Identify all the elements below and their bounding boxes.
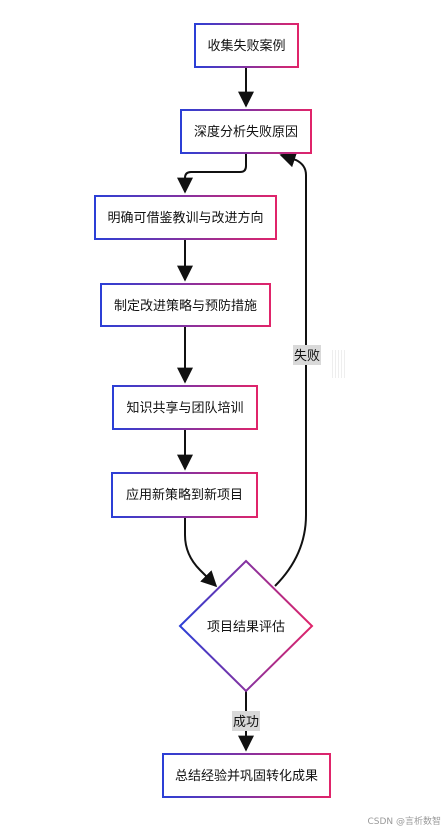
edge-label-fail: 失败 bbox=[293, 345, 321, 365]
node-apply: 应用新策略到新项目 bbox=[111, 472, 258, 518]
node-strategy-label: 制定改进策略与预防措施 bbox=[114, 298, 257, 314]
node-strategy: 制定改进策略与预防措施 bbox=[100, 283, 271, 327]
node-evaluate-label: 项目结果评估 bbox=[207, 620, 285, 635]
node-lessons-label: 明确可借鉴教训与改进方向 bbox=[107, 210, 263, 226]
edges bbox=[177, 67, 307, 752]
edge-label-success: 成功 bbox=[232, 711, 260, 731]
node-share: 知识共享与团队培训 bbox=[112, 385, 258, 430]
faint-artifact bbox=[332, 350, 346, 378]
node-share-label: 知识共享与团队培训 bbox=[126, 400, 243, 416]
edge-evaluate-analyze-fail bbox=[274, 151, 307, 587]
node-analyze-label: 深度分析失败原因 bbox=[194, 124, 298, 140]
edge-analyze-lessons bbox=[177, 153, 247, 194]
node-evaluate: 项目结果评估 bbox=[178, 559, 314, 693]
edge-label-fail-text: 失败 bbox=[294, 349, 320, 364]
node-summarize: 总结经验并巩固转化成果 bbox=[162, 753, 331, 798]
node-collect: 收集失败案例 bbox=[194, 23, 299, 68]
node-collect-label: 收集失败案例 bbox=[207, 38, 285, 54]
node-apply-label: 应用新策略到新项目 bbox=[126, 487, 243, 503]
node-lessons: 明确可借鉴教训与改进方向 bbox=[94, 195, 277, 240]
watermark: CSDN @言析数智 bbox=[367, 817, 441, 827]
node-analyze: 深度分析失败原因 bbox=[180, 109, 312, 154]
node-summarize-label: 总结经验并巩固转化成果 bbox=[175, 768, 318, 784]
edge-label-success-text: 成功 bbox=[233, 715, 259, 730]
edge-apply-evaluate bbox=[184, 517, 218, 588]
